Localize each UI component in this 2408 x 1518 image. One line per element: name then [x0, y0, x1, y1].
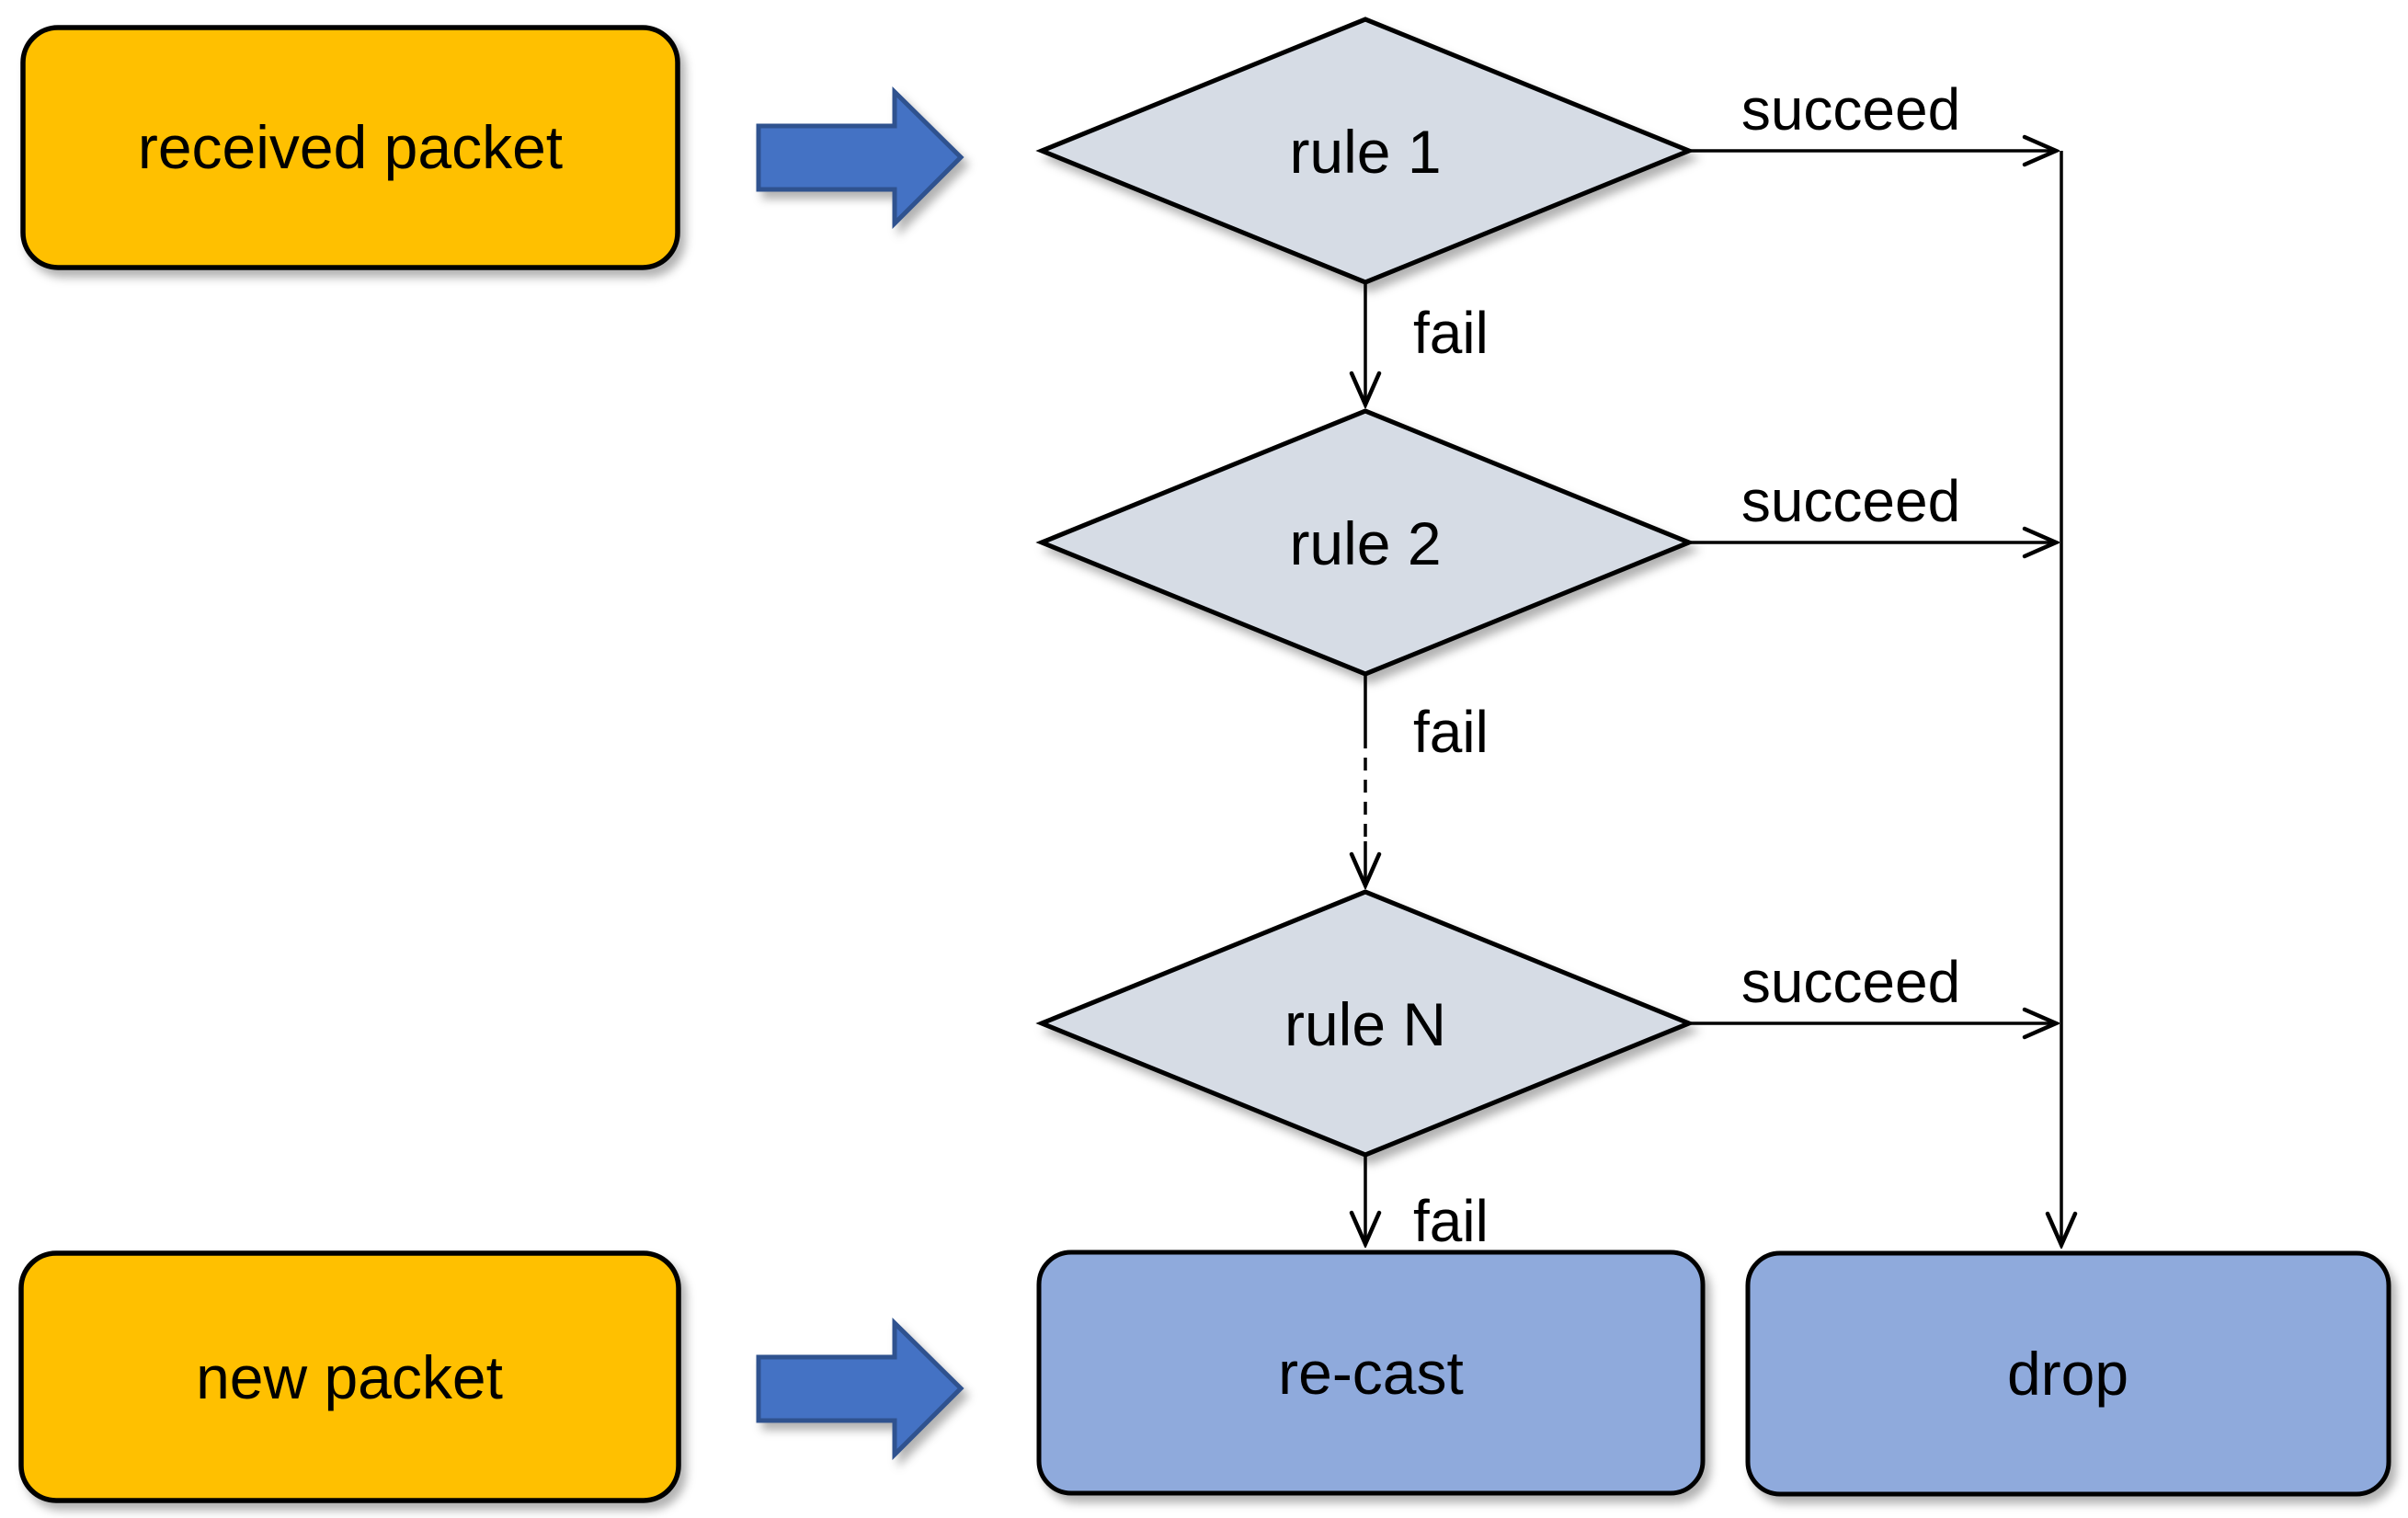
rule-2-label: rule 2 — [1289, 509, 1441, 577]
block-arrows — [756, 86, 964, 1461]
node-received-packet: received packet — [20, 25, 680, 270]
node-rule-N: rule N — [1035, 889, 1695, 1158]
rule-N-diamond — [1035, 889, 1695, 1158]
ruleN-fail-label: fail — [1413, 1188, 1489, 1254]
rule-N-label: rule N — [1284, 990, 1446, 1058]
rule2-succeed-label: succeed — [1741, 468, 1960, 534]
node-rule-1: rule 1 — [1035, 17, 1695, 285]
node-re-cast: re-cast — [1036, 1250, 1706, 1496]
rule1-succeed-label: succeed — [1741, 76, 1960, 143]
edge-labels: succeed succeed succeed fail fail fail — [1413, 76, 1960, 1254]
drop-box — [1745, 1250, 2391, 1497]
re-cast-label: re-cast — [1278, 1339, 1464, 1407]
new-packet-label: new packet — [196, 1343, 503, 1411]
rule1-fail-label: fail — [1413, 300, 1489, 366]
connectors — [1365, 151, 2061, 1245]
new-packet-box — [18, 1250, 681, 1503]
re-cast-box — [1036, 1250, 1706, 1496]
node-rule-2: rule 2 — [1035, 408, 1695, 677]
rule-2-diamond — [1035, 408, 1695, 677]
received-packet-box — [20, 25, 680, 270]
rule-1-label: rule 1 — [1289, 118, 1441, 186]
received-packet-label: received packet — [138, 113, 563, 181]
ruleN-succeed-label: succeed — [1741, 949, 1960, 1015]
right-block-arrow-icon — [756, 86, 964, 230]
drop-label: drop — [2007, 1340, 2128, 1408]
right-block-arrow-icon — [756, 1318, 964, 1461]
rule-1-diamond — [1035, 17, 1695, 285]
node-new-packet: new packet — [18, 1250, 681, 1503]
node-drop: drop — [1745, 1250, 2391, 1497]
rule2-fail-label: fail — [1413, 699, 1489, 765]
